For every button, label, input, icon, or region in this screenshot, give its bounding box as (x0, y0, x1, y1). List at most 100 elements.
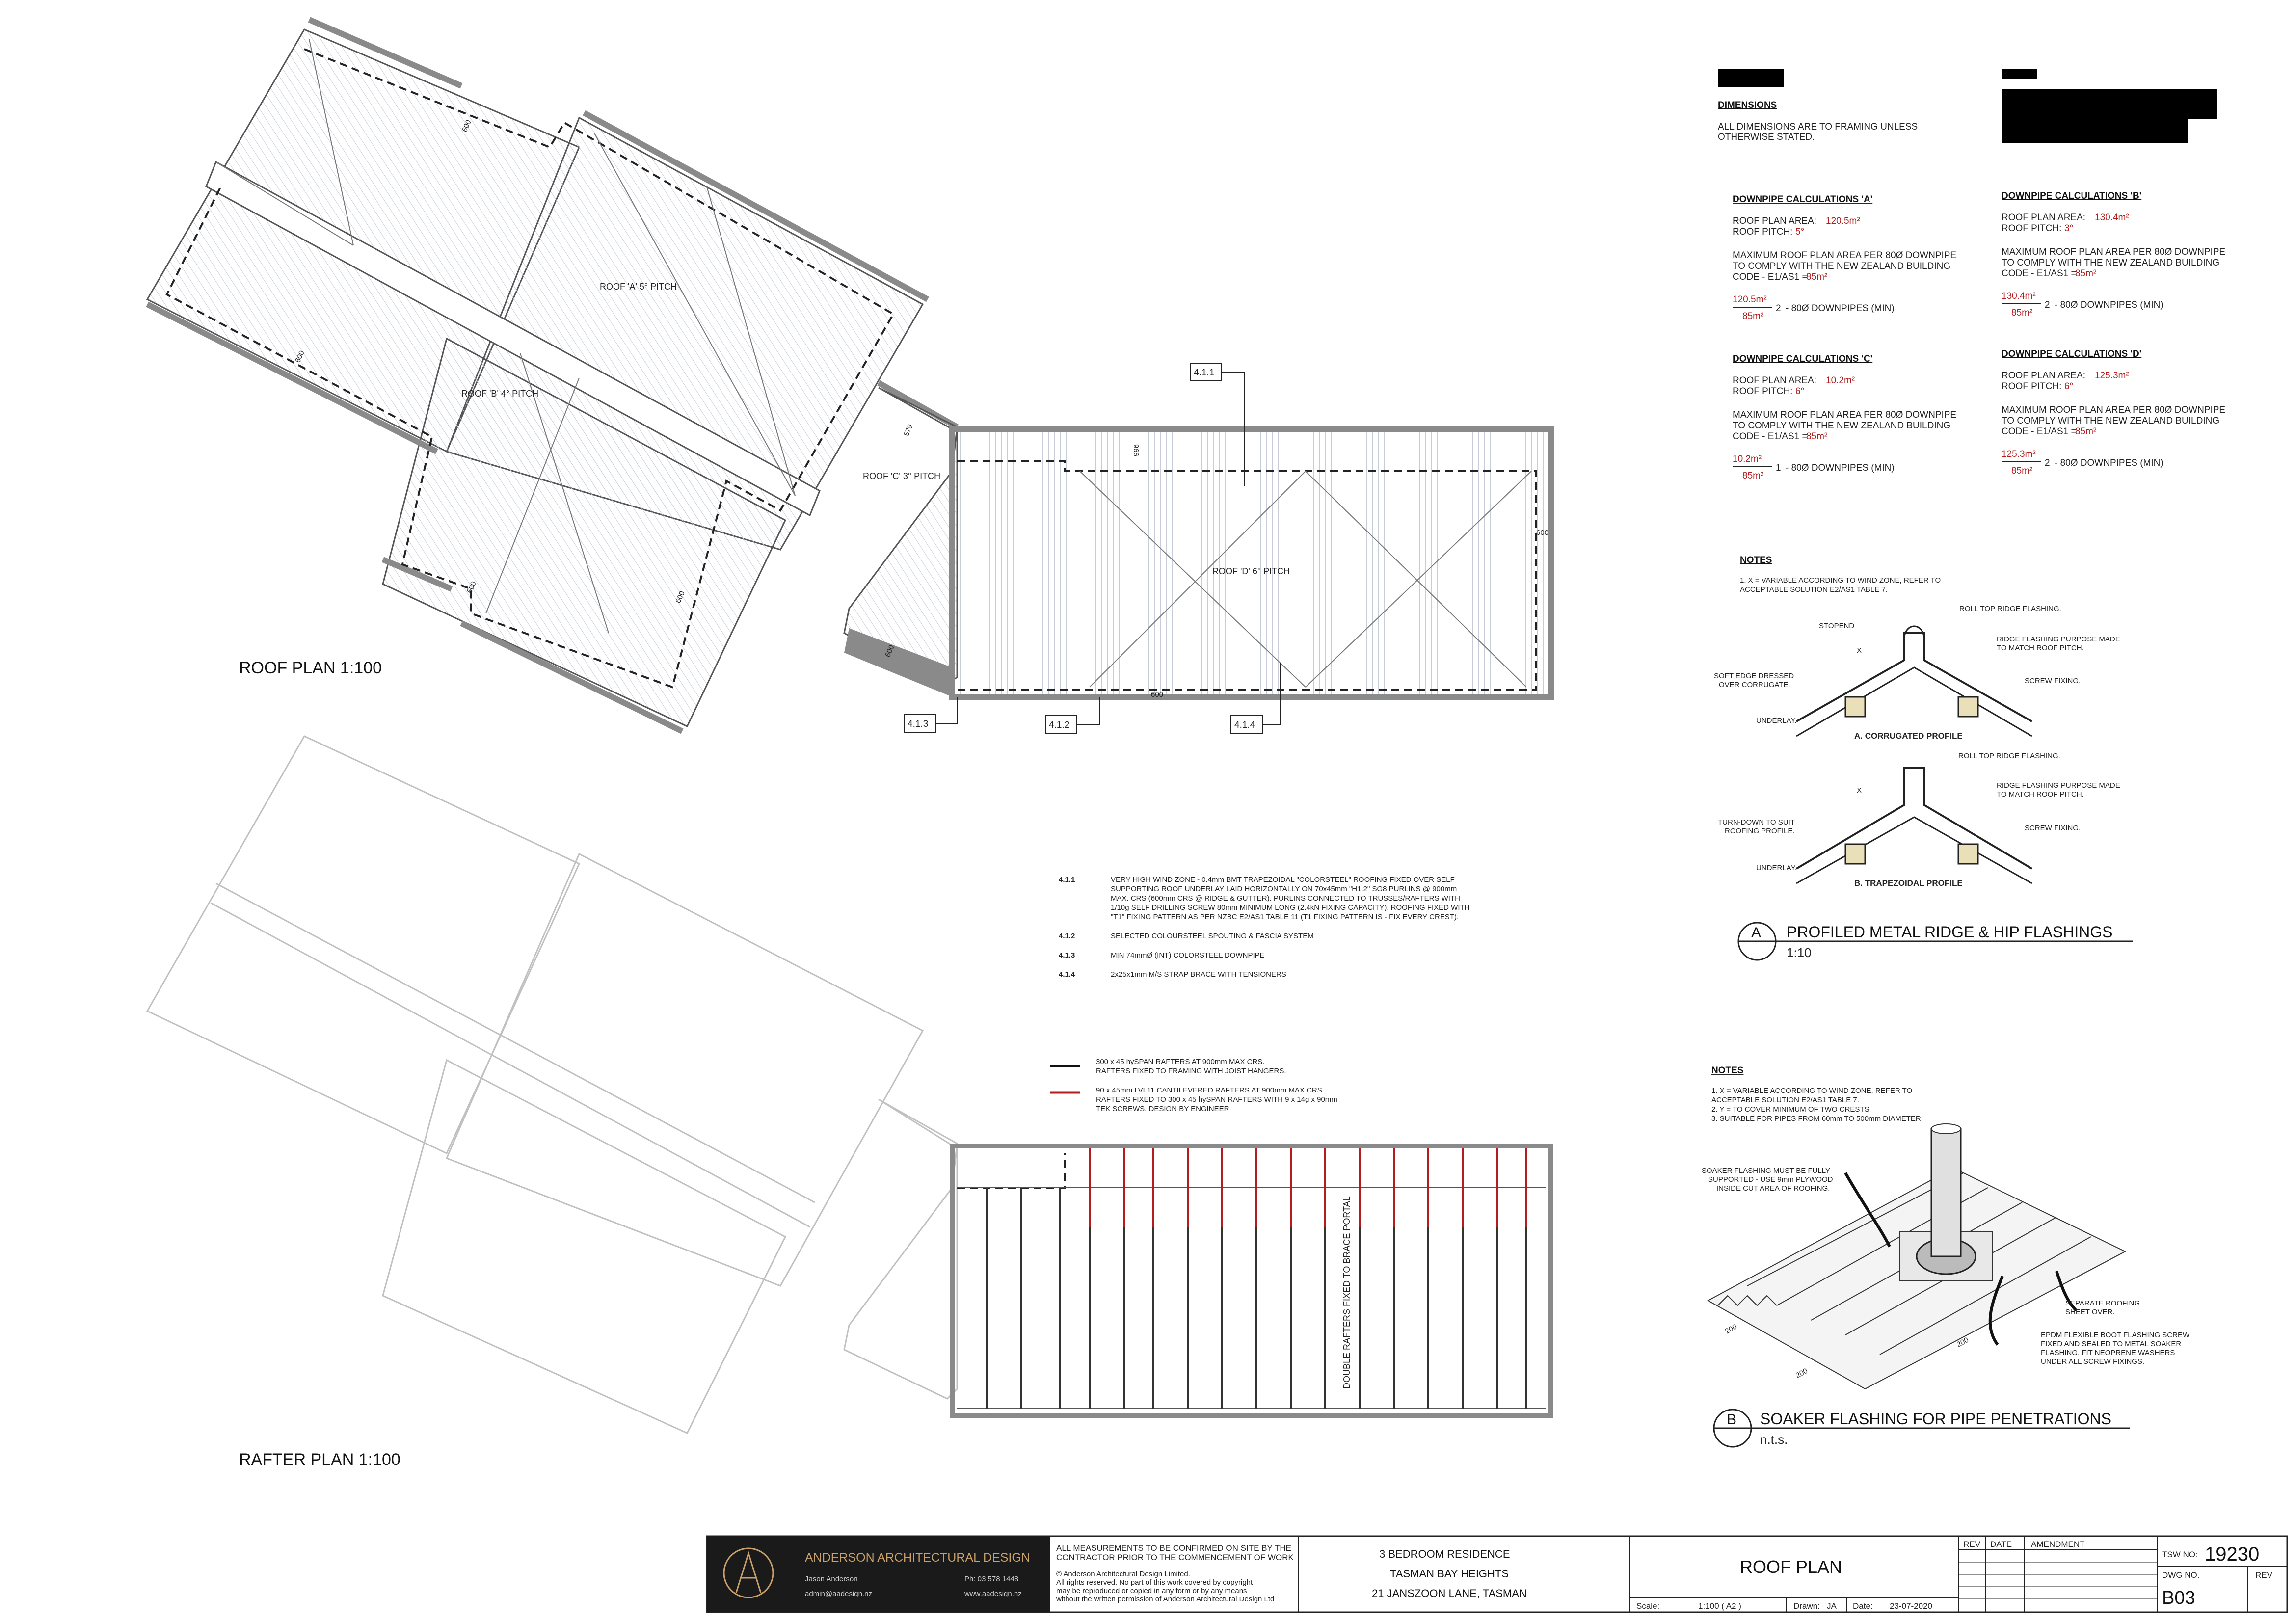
ridge-band (205, 160, 821, 517)
svg-text:ROOF PITCH:: ROOF PITCH: (1733, 227, 1792, 237)
svg-text:MIN 74mmØ (INT) COLORSTEEL DOW: MIN 74mmØ (INT) COLORSTEEL DOWNPIPE (1111, 951, 1265, 959)
svg-text:85m²: 85m² (2011, 308, 2032, 318)
svg-text:Drawn:: Drawn: (1793, 1601, 1820, 1611)
svg-text:NOTES: NOTES (1711, 1065, 1743, 1076)
svg-text:CODE - E1/AS1 =: CODE - E1/AS1 = (2002, 268, 2077, 279)
svg-text:X: X (1857, 646, 1862, 655)
detail-b-title: SOAKER FLASHING FOR PIPE PENETRATIONS (1760, 1410, 2111, 1428)
svg-text:CODE - E1/AS1 =: CODE - E1/AS1 = (1733, 272, 1808, 282)
downpipe-b: DOWNPIPE CALCULATIONS 'B' ROOF PLAN AREA… (2002, 191, 2225, 318)
roof-c-label: ROOF 'C' 3° PITCH (863, 471, 940, 481)
svg-text:UNDER ALL SCREW FIXINGS.: UNDER ALL SCREW FIXINGS. (2041, 1358, 2144, 1366)
svg-text:Jason Anderson: Jason Anderson (805, 1575, 858, 1583)
svg-text:REV: REV (1963, 1540, 1981, 1549)
svg-text:EPDM FLEXIBLE BOOT FLASHING SC: EPDM FLEXIBLE BOOT FLASHING SCREW (2041, 1331, 2190, 1339)
roof-b-lower (382, 337, 786, 727)
svg-text:1/10g SELF DRILLING SCREW 80mm: 1/10g SELF DRILLING SCREW 80mm MINIMUM L… (1111, 904, 1469, 912)
svg-text:TASMAN BAY HEIGHTS: TASMAN BAY HEIGHTS (1390, 1568, 1509, 1580)
svg-text:CODE - E1/AS1 =: CODE - E1/AS1 = (2002, 426, 2077, 437)
roof-d-label: ROOF 'D' 6° PITCH (1212, 566, 1290, 576)
svg-text:125.3m²: 125.3m² (2095, 371, 2129, 381)
svg-text:ROOF PITCH:: ROOF PITCH: (2002, 223, 2061, 234)
svg-text:2: 2 (1776, 303, 1781, 314)
svg-text:admin@aadesign.nz: admin@aadesign.nz (805, 1590, 872, 1598)
svg-text:ROOF PLAN AREA:: ROOF PLAN AREA: (1733, 375, 1816, 386)
svg-text:DWG NO.: DWG NO. (2162, 1571, 2200, 1580)
svg-text:TO COMPLY WITH THE NEW ZEALAND: TO COMPLY WITH THE NEW ZEALAND BUILDING (2002, 258, 2219, 268)
svg-text:RIDGE FLASHING PURPOSE MADE: RIDGE FLASHING PURPOSE MADE (1997, 635, 2120, 643)
svg-text:1. X = VARIABLE ACCORDING T: 1. X = VARIABLE ACCORDING TO WIND ZONE, … (1740, 576, 1941, 585)
svg-text:130.4m²: 130.4m² (2095, 213, 2129, 223)
gutters (146, 17, 959, 734)
svg-text:85m²: 85m² (2011, 466, 2032, 476)
dwg-number: B03 (2162, 1588, 2195, 1608)
detail-b-scale: n.t.s. (1760, 1432, 1788, 1447)
svg-text:© Anderson Architectural Desig: © Anderson Architectural Design Limited. (1056, 1570, 1190, 1578)
svg-text:10.2m²: 10.2m² (1826, 375, 1855, 386)
svg-text:4.1.2: 4.1.2 (1059, 932, 1075, 940)
svg-text:125.3m²: 125.3m² (2002, 449, 2036, 459)
svg-text:RIDGE FLASHING PURPOSE MADE: RIDGE FLASHING PURPOSE MADE (1997, 781, 2120, 790)
svg-text:2x25x1mm M/S STRAP BRACE WITH: 2x25x1mm M/S STRAP BRACE WITH TENSIONERS (1111, 970, 1286, 979)
detail-b-marker: B (1727, 1411, 1736, 1428)
svg-text:85m²: 85m² (1742, 311, 1763, 321)
company-logo (723, 1547, 774, 1598)
svg-text:130.4m²: 130.4m² (2002, 291, 2036, 301)
svg-text:1. X = VARIABLE ACCORDING TO: 1. X = VARIABLE ACCORDING TO WIND ZONE, … (1711, 1087, 1912, 1095)
svg-text:SOFT EDGE DRESSED: SOFT EDGE DRESSED (1714, 672, 1794, 680)
svg-text:85m²: 85m² (1742, 471, 1763, 481)
svg-text:21 JANSZOON LANE, TASMAN: 21 JANSZOON LANE, TASMAN (1372, 1587, 1527, 1599)
svg-text:ROOFING PROFILE.: ROOFING PROFILE. (1725, 827, 1795, 835)
svg-text:TO COMPLY WITH THE NEW ZEALAND: TO COMPLY WITH THE NEW ZEALAND BUILDING (1733, 421, 1950, 431)
svg-text:SEPARATE ROOFING: SEPARATE ROOFING (2065, 1299, 2140, 1307)
svg-text:Date:: Date: (1853, 1601, 1873, 1611)
svg-text:4.1.2: 4.1.2 (1049, 720, 1069, 730)
svg-text:OVER CORRUGATE.: OVER CORRUGATE. (1719, 681, 1790, 689)
dim-600: 600 (1151, 691, 1163, 699)
svg-text:OTHERWISE STATED.: OTHERWISE STATED. (1718, 132, 1815, 142)
svg-text:6°: 6° (1795, 386, 1804, 397)
detail-a-marker: A (1751, 925, 1761, 941)
roof-d-hips (1079, 471, 1532, 688)
svg-text:TO COMPLY WITH THE NEW ZEALAND: TO COMPLY WITH THE NEW ZEALAND BUILDING (1733, 261, 1950, 271)
downpipe-a: DOWNPIPE CALCULATIONS 'A' ROOF PLAN AREA… (1733, 194, 1956, 321)
svg-text:ALL MEASUREMENTS TO BE CONFIRM: ALL MEASUREMENTS TO BE CONFIRMED ON SITE… (1056, 1544, 1291, 1553)
hip-lines (215, 39, 796, 634)
company-name: ANDERSON ARCHITECTURAL DESIGN (805, 1551, 1030, 1565)
svg-text:Ph: 03 578 1448: Ph: 03 578 1448 (964, 1575, 1018, 1583)
svg-text:4.1.1: 4.1.1 (1194, 368, 1214, 378)
svg-text:2. Y = TO COVER MINIMUM OF T: 2. Y = TO COVER MINIMUM OF TWO CRESTS (1711, 1105, 1869, 1114)
roof-plan: ROOF 'A' 5° PITCH ROOF 'B' 4° PITCH ROOF… (146, 17, 1554, 734)
svg-text:4.1.3: 4.1.3 (908, 719, 928, 729)
svg-text:6°: 6° (2064, 381, 2073, 392)
svg-text:TSW NO:: TSW NO: (2162, 1550, 2198, 1559)
svg-text:CODE - E1/AS1 =: CODE - E1/AS1 = (1733, 431, 1808, 442)
soaker-flashing-drawing (1707, 1123, 2127, 1390)
dim-579: 579 (902, 423, 915, 438)
detail-a-title: PROFILED METAL RIDGE & HIP FLASHINGS (1787, 923, 2112, 941)
svg-text:TURN-DOWN TO SUIT: TURN-DOWN TO SUIT (1718, 818, 1795, 826)
tag-4-1-4: 4.1.4 (1230, 663, 1281, 734)
svg-text:MAXIMUM ROOF PLAN AREA PER 80Ø: MAXIMUM ROOF PLAN AREA PER 80Ø DOWNPIPE (1733, 410, 1956, 420)
svg-text:without the written permission: without the written permission of Anders… (1056, 1595, 1274, 1603)
svg-text:INSIDE CUT AREA OF ROOFING.: INSIDE CUT AREA OF ROOFING. (1716, 1184, 1830, 1193)
svg-text:ROOF PITCH:: ROOF PITCH: (2002, 381, 2061, 392)
svg-text:DATE: DATE (1990, 1540, 2012, 1549)
svg-text:may be reproduced or copied in: may be reproduced or copied in any form … (1056, 1587, 1247, 1595)
svg-text:B. TRAPEZOIDAL PROFILE: B. TRAPEZOIDAL PROFILE (1854, 879, 1963, 888)
svg-text:DIMENSIONS: DIMENSIONS (1718, 100, 1777, 110)
dim-600: 600 (1536, 529, 1548, 537)
double-rafters-label: DOUBLE RAFTERS FIXED TO BRACE PORTAL (1342, 1196, 1352, 1389)
svg-text:200: 200 (1724, 1323, 1738, 1336)
svg-text:www.aadesign.nz: www.aadesign.nz (964, 1590, 1022, 1598)
svg-text:TO MATCH ROOF PITCH.: TO MATCH ROOF PITCH. (1997, 644, 2084, 652)
svg-text:MAXIMUM ROOF PLAN AREA PER 80Ø: MAXIMUM ROOF PLAN AREA PER 80Ø DOWNPIPE (2002, 247, 2225, 257)
svg-text:ROOF PLAN AREA:: ROOF PLAN AREA: (1733, 216, 1816, 226)
svg-text:DOWNPIPE CALCULATIONS 'B': DOWNPIPE CALCULATIONS 'B' (2002, 191, 2141, 201)
svg-text:ALL DIMENSIONS ARE TO FRAMING: ALL DIMENSIONS ARE TO FRAMING UNLESS (1718, 122, 1918, 132)
svg-text:90 x 45mm LVL11 CANTILEVERED R: 90 x 45mm LVL11 CANTILEVERED RAFTERS AT … (1096, 1086, 1324, 1094)
svg-text:1: 1 (1776, 463, 1781, 473)
svg-text:MAX. CRS (600mm CRS @ RIDGE &: MAX. CRS (600mm CRS @ RIDGE & GUTTER). P… (1111, 894, 1460, 903)
svg-text:300 x 45 hySPAN RAFTERS AT 900: 300 x 45 hySPAN RAFTERS AT 900mm MAX CRS… (1096, 1058, 1264, 1066)
svg-text:- 80Ø DOWNPIPES (MIN): - 80Ø DOWNPIPES (MIN) (1786, 303, 1895, 314)
